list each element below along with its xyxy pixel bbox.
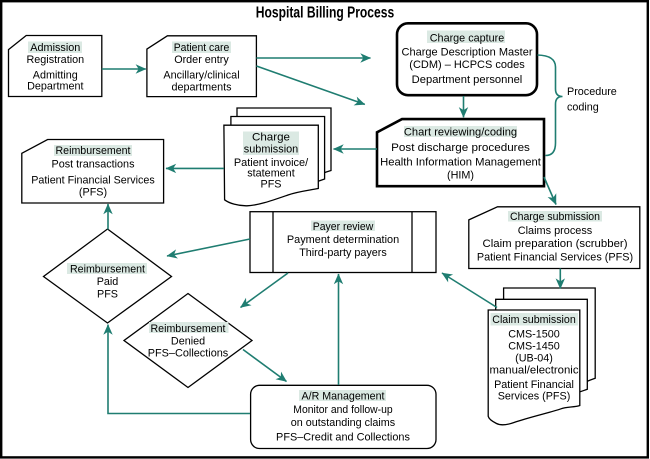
svg-text:Charge submission: Charge submission: [510, 211, 600, 223]
svg-text:(CDM) – HCPCS codes: (CDM) – HCPCS codes: [409, 59, 525, 71]
svg-text:Monitor and follow-up: Monitor and follow-up: [293, 404, 392, 416]
svg-text:Services (PFS): Services (PFS): [498, 391, 571, 403]
svg-text:Chart reviewing/coding: Chart reviewing/coding: [404, 127, 517, 139]
svg-text:on outstanding claims: on outstanding claims: [291, 417, 396, 429]
svg-text:Claim preparation (scrubber): Claim preparation (scrubber): [483, 238, 628, 250]
svg-text:Claims process: Claims process: [518, 225, 593, 237]
svg-text:Patient care: Patient care: [174, 42, 230, 54]
svg-text:Post discharge procedures: Post discharge procedures: [391, 142, 530, 154]
svg-text:PFS–Collections: PFS–Collections: [148, 348, 229, 360]
svg-text:PFS: PFS: [97, 289, 118, 301]
svg-text:Payment determination: Payment determination: [287, 234, 399, 246]
svg-text:manual/electronic: manual/electronic: [490, 365, 580, 377]
svg-text:Health Information Management: Health Information Management: [380, 157, 541, 169]
svg-text:Charge: Charge: [252, 132, 290, 144]
svg-text:Department personnel: Department personnel: [412, 74, 523, 86]
svg-text:Reimbursement: Reimbursement: [151, 323, 226, 335]
svg-text:Registration: Registration: [26, 54, 84, 66]
svg-text:Charge Description Master: Charge Description Master: [402, 47, 533, 59]
svg-text:Paid: Paid: [97, 276, 119, 288]
svg-text:Department: Department: [27, 80, 83, 92]
svg-text:Third-party payers: Third-party payers: [299, 247, 387, 259]
svg-text:Post transactions: Post transactions: [52, 159, 136, 171]
svg-text:statement: statement: [247, 168, 294, 180]
svg-text:PFS: PFS: [261, 179, 282, 191]
svg-text:A/R Management: A/R Management: [302, 391, 385, 403]
svg-text:Reimbursement: Reimbursement: [56, 145, 131, 157]
svg-text:Patient Financial: Patient Financial: [494, 379, 574, 391]
svg-text:Admission: Admission: [30, 42, 80, 54]
svg-text:departments: departments: [171, 82, 232, 94]
svg-text:Admitting: Admitting: [33, 70, 78, 82]
svg-text:CMS-1500: CMS-1500: [508, 329, 560, 341]
svg-text:PFS–Credit and Collections: PFS–Credit and Collections: [276, 432, 410, 444]
svg-text:Claim submission: Claim submission: [492, 314, 576, 326]
svg-text:Ancillary/clinical: Ancillary/clinical: [163, 70, 239, 82]
svg-text:(PFS): (PFS): [79, 187, 107, 199]
svg-text:Denied: Denied: [171, 336, 205, 348]
svg-text:Patient invoice/: Patient invoice/: [234, 157, 308, 169]
svg-text:CMS-1450: CMS-1450: [508, 341, 560, 353]
svg-text:Procedure: Procedure: [567, 86, 617, 98]
svg-text:Patient Financial Services (PF: Patient Financial Services (PFS): [477, 252, 633, 264]
svg-text:Hospital Billing Process: Hospital Billing Process: [256, 4, 394, 21]
svg-text:Payer review: Payer review: [313, 221, 374, 233]
svg-text:(UB-04): (UB-04): [515, 353, 553, 365]
svg-text:Charge capture: Charge capture: [430, 33, 505, 45]
svg-text:Patient Financial Services: Patient Financial Services: [31, 175, 155, 187]
svg-text:coding: coding: [567, 102, 599, 114]
svg-text:submission: submission: [244, 144, 299, 156]
svg-text:Reimbursement: Reimbursement: [70, 264, 145, 276]
svg-text:Order entry: Order entry: [174, 54, 229, 66]
svg-text:(HIM): (HIM): [447, 170, 474, 182]
